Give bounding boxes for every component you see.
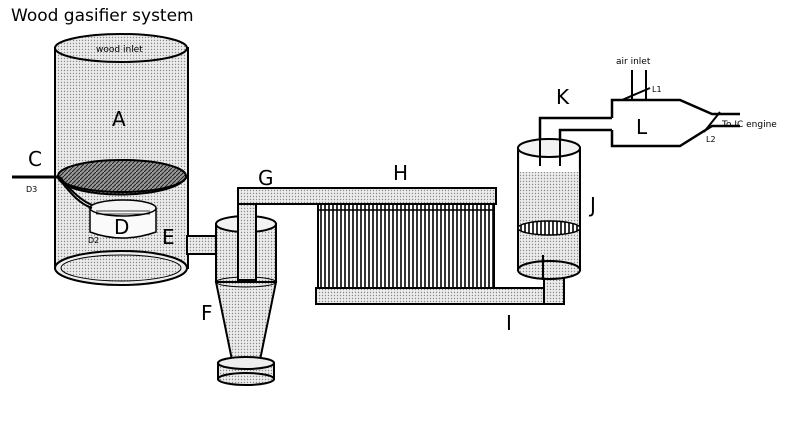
label-d3: D3 [26, 185, 37, 194]
pipe-k [538, 116, 612, 140]
pipe-g [237, 187, 497, 281]
pipe-i [315, 255, 565, 305]
label-g: G [258, 166, 274, 190]
mixer-l [610, 70, 740, 148]
label-f: F [201, 301, 213, 325]
heat-exchanger-h [317, 203, 495, 291]
label-d: D [114, 215, 129, 239]
label-l2: L2 [706, 135, 716, 144]
outlet-pipe-e [186, 235, 218, 255]
label-to-engine: To IC engine [721, 120, 777, 130]
label-i: I [506, 311, 512, 335]
label-h: H [393, 161, 408, 185]
cyclone-f [214, 215, 278, 386]
label-a: A [112, 107, 126, 131]
hearth-grate [57, 159, 187, 196]
label-k: K [556, 85, 570, 109]
diagram-title: Wood gasifier system [11, 6, 194, 26]
label-wood-inlet: wood inlet [96, 45, 143, 55]
ash-box-d [89, 199, 157, 239]
label-l: L [636, 115, 648, 139]
label-d2: D2 [88, 236, 99, 245]
label-l1: L1 [652, 85, 662, 94]
gasifier-vessel-a [54, 33, 189, 286]
label-c: C [28, 147, 42, 171]
label-j: J [588, 193, 596, 217]
filter-j [517, 138, 581, 280]
label-e: E [162, 225, 175, 249]
air-pipe-c [12, 175, 93, 209]
label-air-inlet: air inlet [616, 57, 651, 67]
